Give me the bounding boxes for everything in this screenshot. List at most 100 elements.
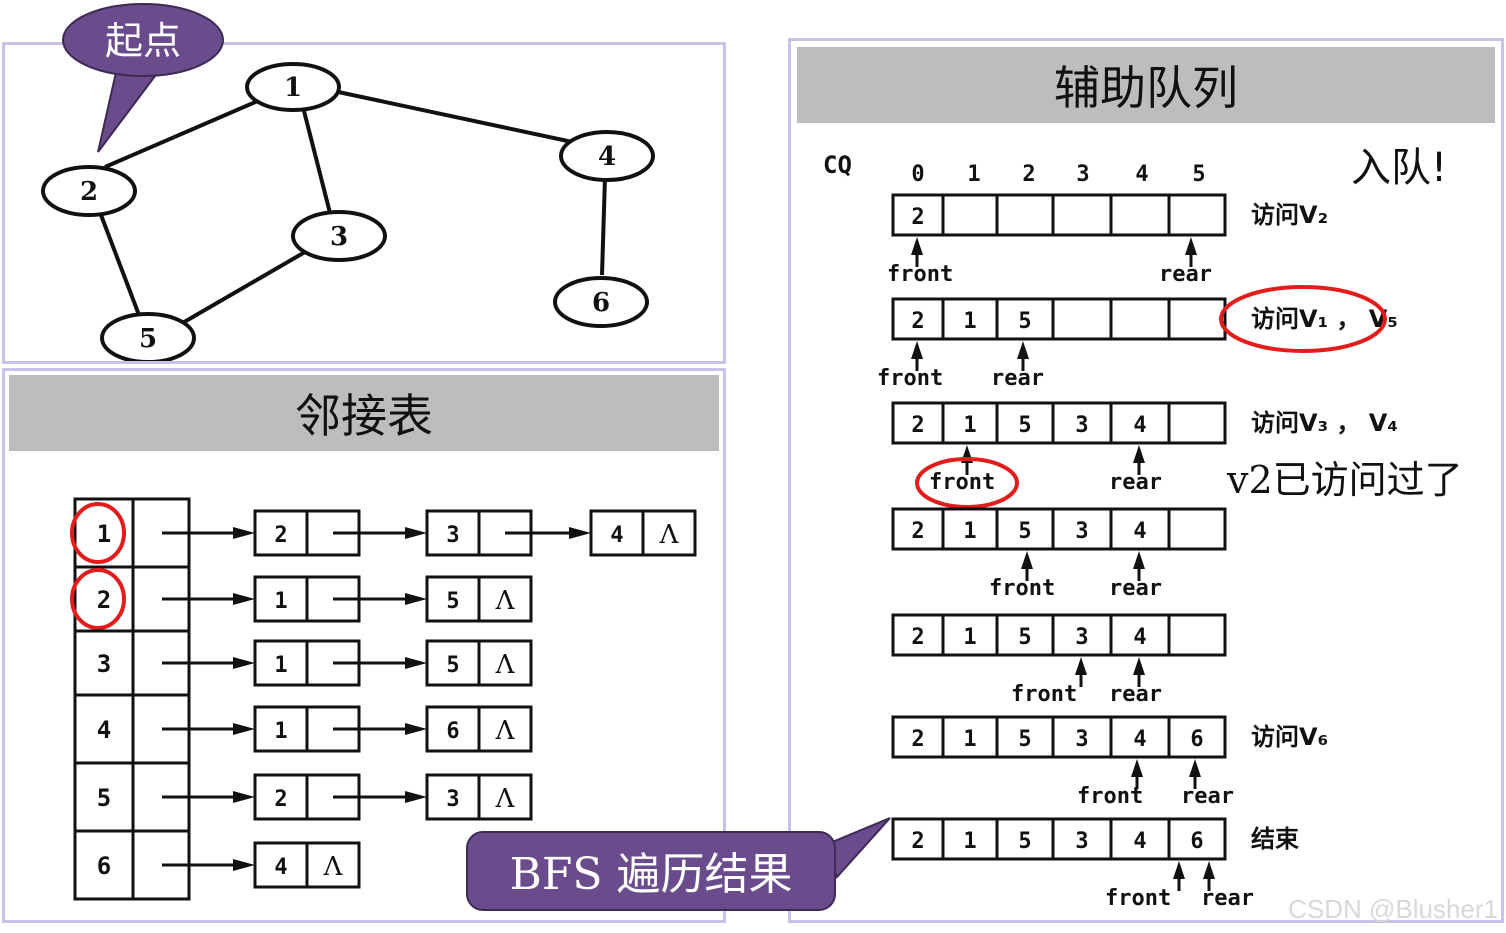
queue-value-4-2: 5 — [1018, 625, 1031, 650]
queue-cell-0-5 — [1167, 193, 1227, 237]
front-label-3: front — [989, 576, 1055, 601]
node-5-label: 5 — [139, 324, 157, 354]
vertex-label-3: 3 — [97, 650, 111, 678]
queue-value-5-5: 6 — [1190, 727, 1203, 752]
front-arrow-head-6 — [1173, 861, 1185, 879]
enqueue-note: 入队! — [1351, 145, 1447, 191]
adj-node-label-3-5: 5 — [446, 653, 459, 678]
queue-value-1-0: 2 — [911, 309, 924, 334]
queue-value-6-4: 4 — [1133, 829, 1146, 854]
adj-arrow-2-0-head — [233, 593, 255, 605]
vertex-highlight-1 — [70, 502, 126, 564]
queue-value-6-3: 3 — [1075, 829, 1088, 854]
adj-node-label-6-4: 4 — [274, 855, 287, 880]
adj-null-4: Λ — [495, 716, 516, 746]
edge-1-2 — [104, 95, 268, 169]
adj-node-1-2 — [253, 509, 309, 557]
vertex-label-1: 1 — [97, 520, 111, 548]
visited-note: v2已访问过了 — [1226, 458, 1463, 502]
queue-value-4-4: 4 — [1133, 625, 1146, 650]
queue-cell-1-2 — [995, 297, 1055, 341]
queue-cell-3-3 — [1051, 507, 1113, 551]
queue-cell-3-2 — [995, 507, 1055, 551]
adj-arrow-1-0-head — [233, 527, 255, 539]
queue-cell-4-5 — [1167, 613, 1227, 657]
queue-value-3-4: 4 — [1133, 519, 1146, 544]
queue-value-2-2: 5 — [1018, 413, 1031, 438]
adj-node-1-4 — [589, 509, 645, 557]
queue-cell-1-5 — [1167, 297, 1227, 341]
rear-label-1: rear — [991, 366, 1044, 391]
adj-node-4-1 — [253, 705, 309, 753]
adj-node-label-4-6: 6 — [446, 719, 459, 744]
adj-node-label-3-1: 1 — [274, 653, 287, 678]
front-highlight-2 — [915, 457, 1019, 509]
adj-arrow-6-0-head — [233, 859, 255, 871]
queue-cell-5-3 — [1051, 715, 1113, 759]
start-callout: 起点 — [62, 3, 224, 153]
queue-value-4-1: 1 — [963, 625, 976, 650]
queue-value-5-3: 3 — [1075, 727, 1088, 752]
queue-cell-4-4 — [1109, 613, 1171, 657]
edge-2-5 — [99, 214, 141, 316]
bfs-result-callout: BFS 遍历结果 — [466, 817, 891, 911]
queue-value-3-2: 5 — [1018, 519, 1031, 544]
adj-node-2-1 — [253, 575, 309, 623]
edge-4-6 — [600, 176, 607, 276]
queue-cell-1-0 — [891, 297, 945, 341]
queue-index-2: 2 — [1022, 162, 1035, 187]
adj-null-1: Λ — [659, 520, 680, 550]
queue-note-0: 访问V₂ — [1251, 201, 1328, 229]
vertex-label-2: 2 — [97, 586, 111, 614]
vertex-highlight-2 — [70, 568, 126, 630]
queue-panel: 辅助队列 CQ 入队! v2已访问过了 0 1 2 3 4 5 2 front rear 访问V₂… — [788, 38, 1504, 923]
queue-note-1: 访问V₁ ， V₅ — [1251, 305, 1398, 333]
rear-arrow-head-2 — [1133, 445, 1145, 463]
adjacency-title: 邻接表 — [9, 375, 719, 451]
rear-arrow-head-0 — [1185, 237, 1197, 255]
node-2-label: 2 — [80, 177, 98, 207]
queue-value-0-0: 2 — [911, 205, 924, 230]
node-6 — [553, 276, 649, 328]
adj-arrow-1-2-head — [569, 527, 591, 539]
edge-1-4 — [328, 88, 578, 145]
queue-index-0: 0 — [911, 162, 924, 187]
start-callout-text: 起点 — [105, 19, 181, 63]
queue-cell-2-0 — [891, 401, 945, 445]
adj-null-6: Λ — [323, 852, 344, 882]
adj-node-label-5-3: 3 — [446, 787, 459, 812]
cq-label: CQ — [823, 151, 852, 179]
vertex-cell-5 — [73, 761, 135, 833]
rear-arrow-head-3 — [1133, 551, 1145, 569]
queue-note-5: 访问V₆ — [1251, 723, 1328, 751]
queue-value-5-1: 1 — [963, 727, 976, 752]
queue-index-5: 5 — [1192, 162, 1205, 187]
adj-null-5: Λ — [495, 784, 516, 814]
adj-node-label-1-3: 3 — [446, 523, 459, 548]
queue-value-1-2: 5 — [1018, 309, 1031, 334]
graph-panel: 1 2 3 4 5 6 — [2, 42, 726, 364]
adj-arrow-2-1-head — [405, 593, 427, 605]
queue-cell-6-3 — [1051, 817, 1113, 861]
queue-value-3-3: 3 — [1075, 519, 1088, 544]
rear-label-0: rear — [1159, 262, 1212, 287]
queue-value-5-2: 5 — [1018, 727, 1031, 752]
queue-value-6-1: 1 — [963, 829, 976, 854]
front-label-5: front — [1077, 784, 1143, 809]
front-label-0: front — [887, 262, 953, 287]
adj-arrow-3-1-head — [405, 657, 427, 669]
adj-null-3: Λ — [495, 650, 516, 680]
queue-value-3-1: 1 — [963, 519, 976, 544]
bfs-result-text: BFS 遍历结果 — [510, 849, 793, 900]
node-3 — [291, 210, 387, 262]
front-arrow-head-5 — [1131, 759, 1143, 777]
edge-3-5 — [177, 250, 307, 327]
adj-next-1-4 — [641, 509, 697, 557]
queue-cell-0-2 — [995, 193, 1055, 237]
queue-title: 辅助队列 — [797, 47, 1495, 123]
rear-label-4: rear — [1109, 682, 1162, 707]
queue-cell-1-3 — [1051, 297, 1113, 341]
queue-value-4-3: 3 — [1075, 625, 1088, 650]
adj-node-label-4-1: 1 — [274, 719, 287, 744]
adj-node-label-2-1: 1 — [274, 589, 287, 614]
